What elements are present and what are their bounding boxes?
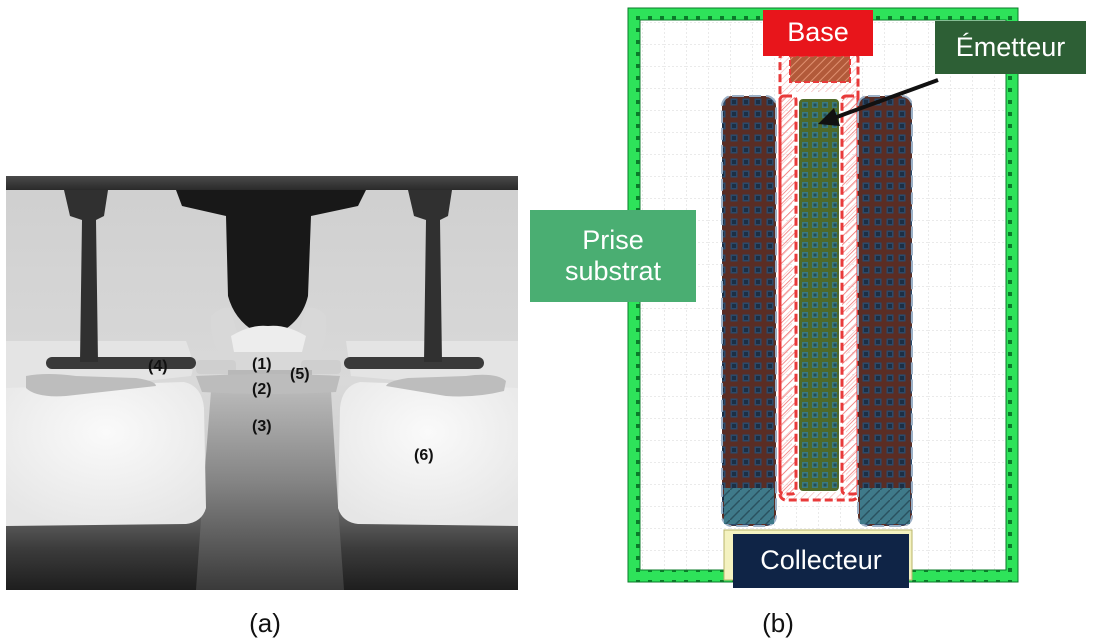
base-label: Base [763,10,873,56]
region-label-2: (2) [252,381,272,398]
caption-b: (b) [762,608,794,638]
caption-a: (a) [249,608,281,638]
region-label-6: (6) [414,447,434,464]
tem-cross-section: (1) (2) (3) (4) (5) (6) [6,176,518,590]
panel-a-tem-image: (1) (2) (3) (4) (5) (6) [6,176,518,590]
collector-label: Collecteur [733,534,909,588]
region-label-1: (1) [252,356,272,373]
emitter-label: Émetteur [935,21,1086,74]
region-label-5: (5) [290,366,310,383]
region-label-4: (4) [148,358,168,375]
substrate-tap-label: Prise substrat [530,210,696,302]
region-label-3: (3) [252,418,272,435]
